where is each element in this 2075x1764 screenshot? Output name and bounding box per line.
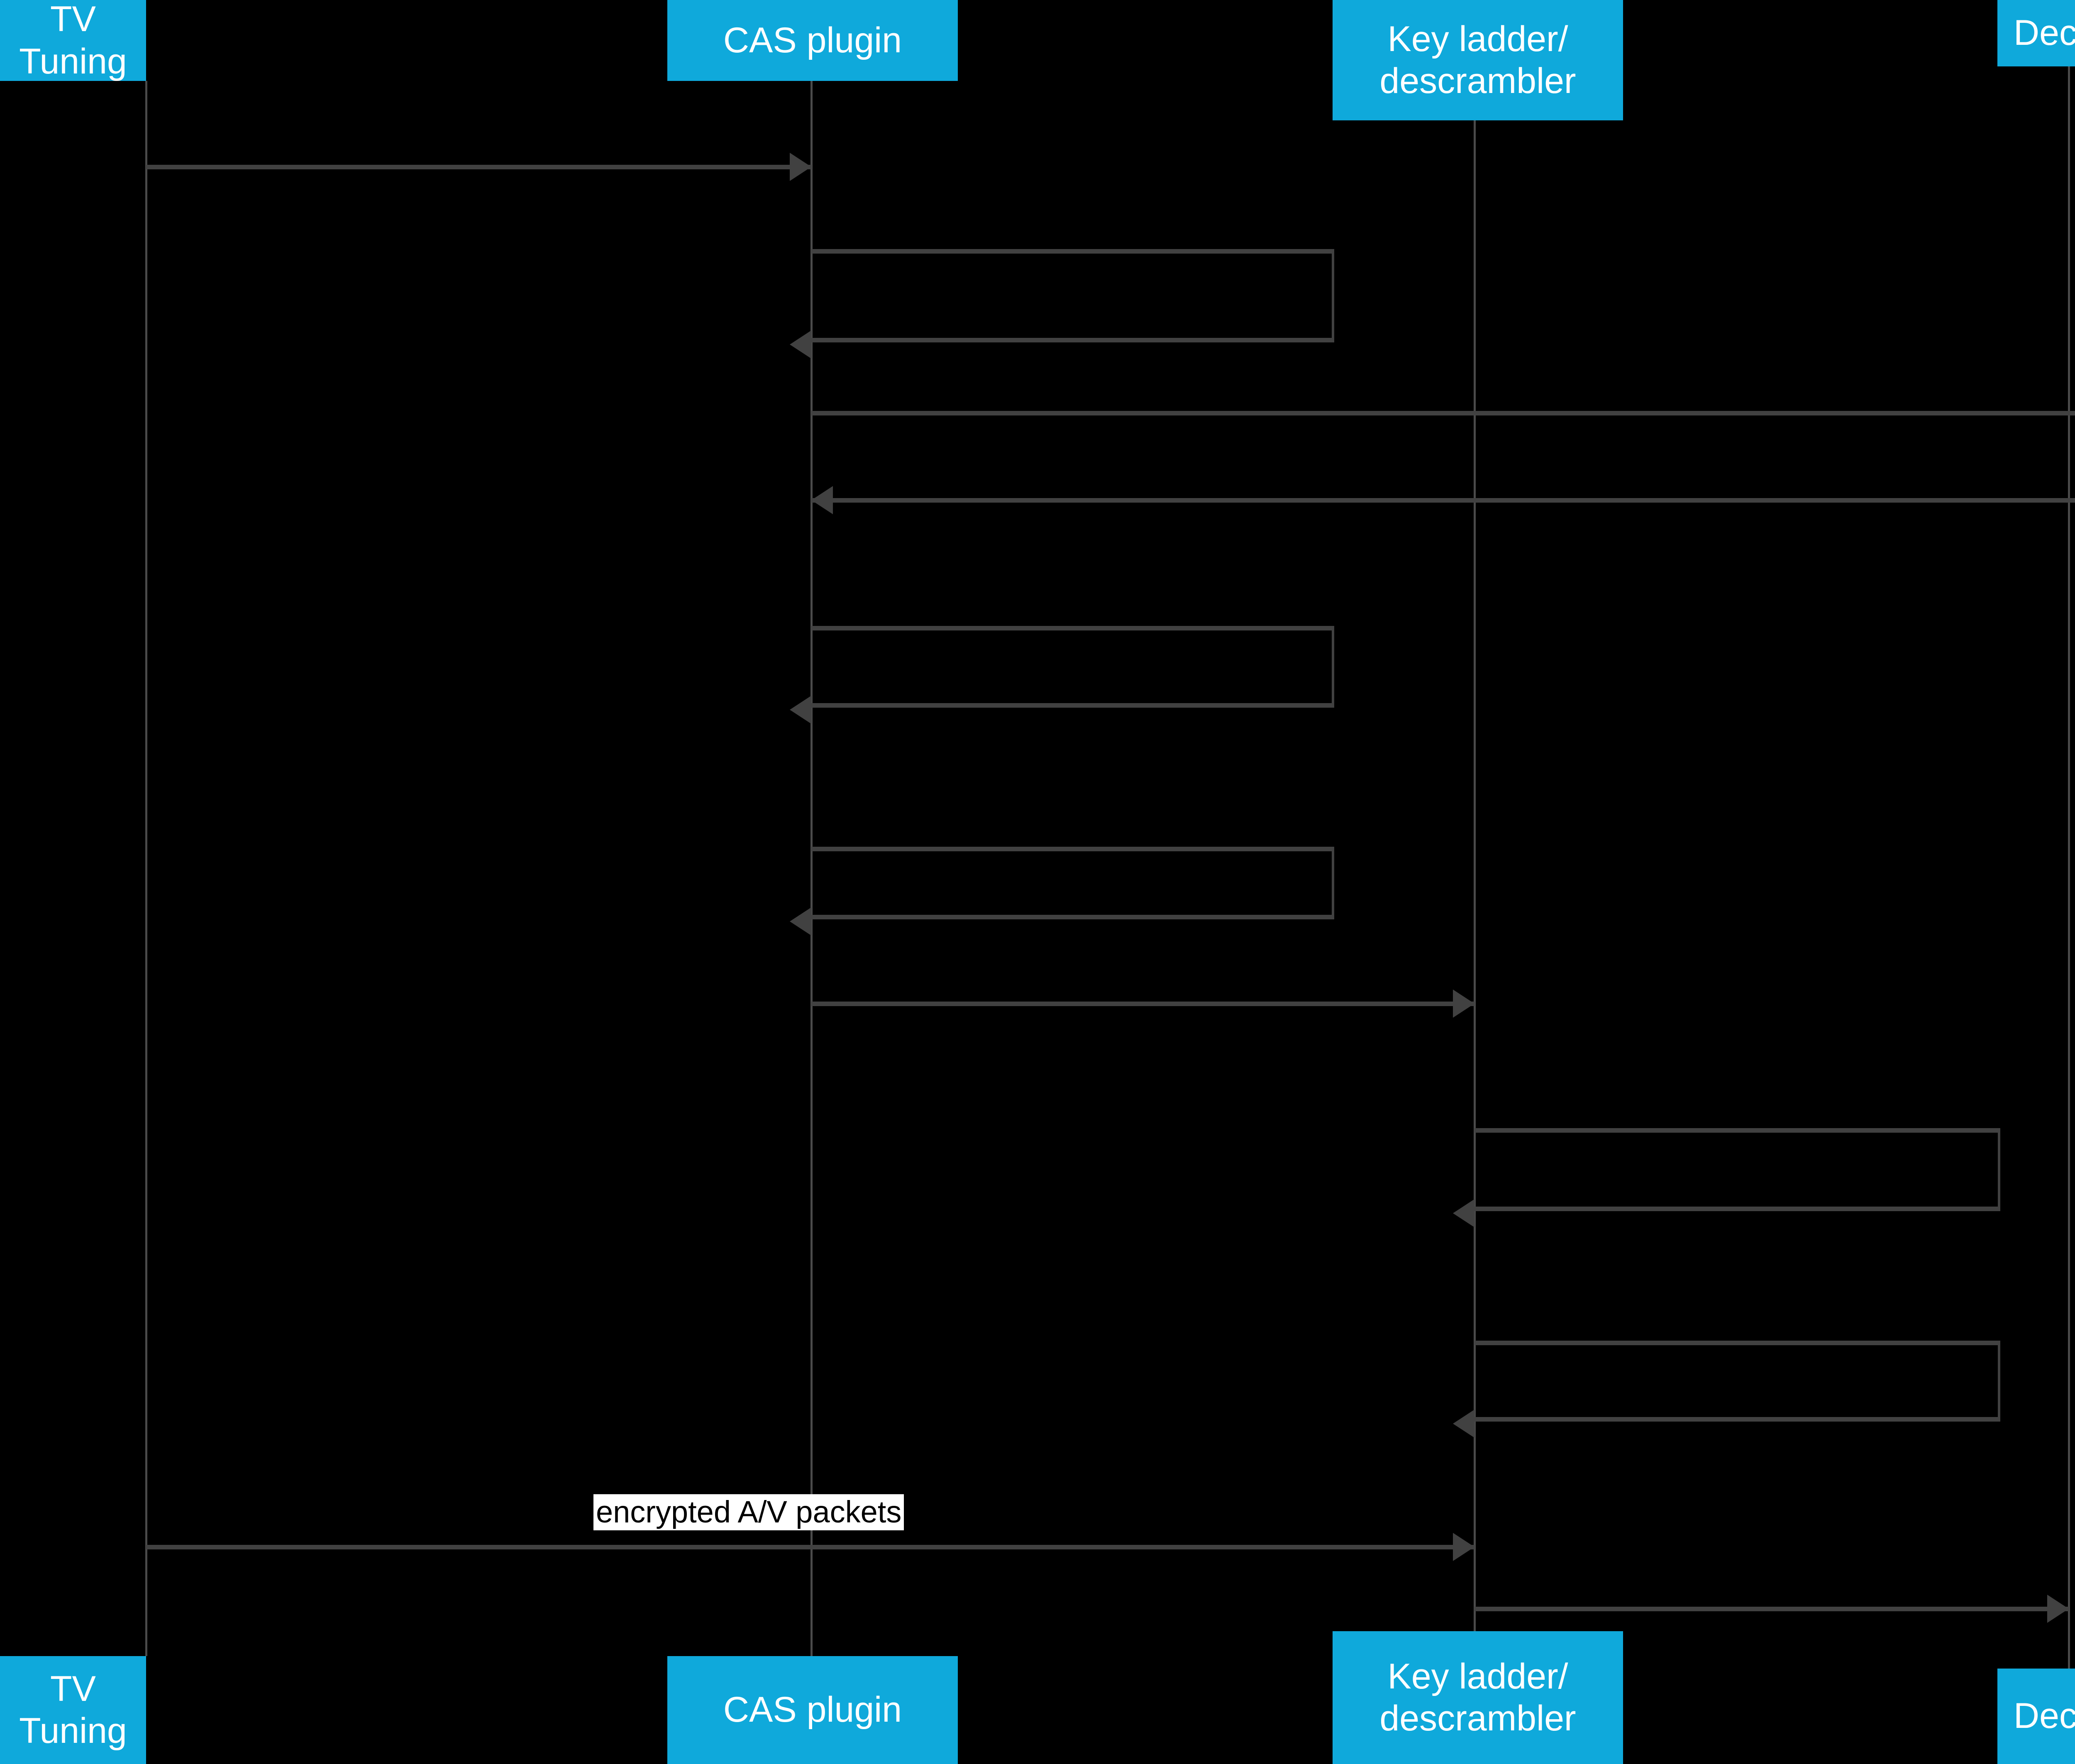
lifeline-decode-display xyxy=(2068,66,2070,1669)
arrowhead-m7 xyxy=(1453,990,1474,1018)
participant-header-key-ladder[interactable]: Key ladder/ descrambler xyxy=(1333,0,1623,120)
participant-header-tv-tuning[interactable]: TV Tuning xyxy=(0,0,146,81)
self-message-m8 xyxy=(1474,1128,2000,1211)
message-line-m10 xyxy=(146,1545,1474,1549)
self-message-m6 xyxy=(811,847,1334,919)
message-line-m1 xyxy=(146,165,811,169)
arrowhead-m1 xyxy=(790,153,811,181)
arrowhead-m9 xyxy=(1453,1410,1474,1438)
participant-header-decode-display[interactable]: Decode, display xyxy=(1997,0,2075,66)
arrowhead-m10 xyxy=(1453,1533,1474,1561)
message-line-m4 xyxy=(811,498,2075,503)
lifeline-tv-tuning xyxy=(145,81,147,1656)
arrowhead-m4 xyxy=(811,486,833,514)
self-message-m9 xyxy=(1474,1341,2000,1422)
arrowhead-m8 xyxy=(1453,1199,1474,1227)
message-line-m7 xyxy=(811,1002,1474,1006)
participant-footer-cas-plugin[interactable]: CAS plugin xyxy=(667,1656,958,1764)
participant-label: TV Tuning xyxy=(19,1669,127,1751)
message-line-m11 xyxy=(1474,1607,2069,1611)
participant-label: TV Tuning xyxy=(19,0,127,81)
participant-label: CAS plugin xyxy=(723,20,902,60)
message-label-m10: encrypted A/V packets xyxy=(593,1494,904,1530)
participant-footer-key-ladder[interactable]: Key ladder/ descrambler xyxy=(1333,1631,1623,1764)
arrowhead-m6 xyxy=(790,907,811,936)
lifeline-cas-plugin xyxy=(810,81,813,1656)
arrowhead-m2 xyxy=(790,330,811,359)
self-message-m2 xyxy=(811,249,1334,342)
message-line-m3 xyxy=(811,411,2075,415)
participant-label: Decode, display xyxy=(2014,1696,2075,1736)
participant-label: Decode, display xyxy=(2014,13,2075,53)
participant-label: Key ladder/ descrambler xyxy=(1379,1656,1576,1738)
participant-footer-tv-tuning[interactable]: TV Tuning xyxy=(0,1656,146,1764)
participant-label: Key ladder/ descrambler xyxy=(1379,19,1576,101)
participant-header-cas-plugin[interactable]: CAS plugin xyxy=(667,0,958,81)
arrowhead-m11 xyxy=(2047,1595,2069,1623)
lifeline-key-ladder xyxy=(1474,120,1476,1631)
arrowhead-m5 xyxy=(790,696,811,724)
participant-footer-decode-display[interactable]: Decode, display xyxy=(1997,1669,2075,1764)
participant-label: CAS plugin xyxy=(723,1690,902,1730)
self-message-m5 xyxy=(811,626,1334,708)
